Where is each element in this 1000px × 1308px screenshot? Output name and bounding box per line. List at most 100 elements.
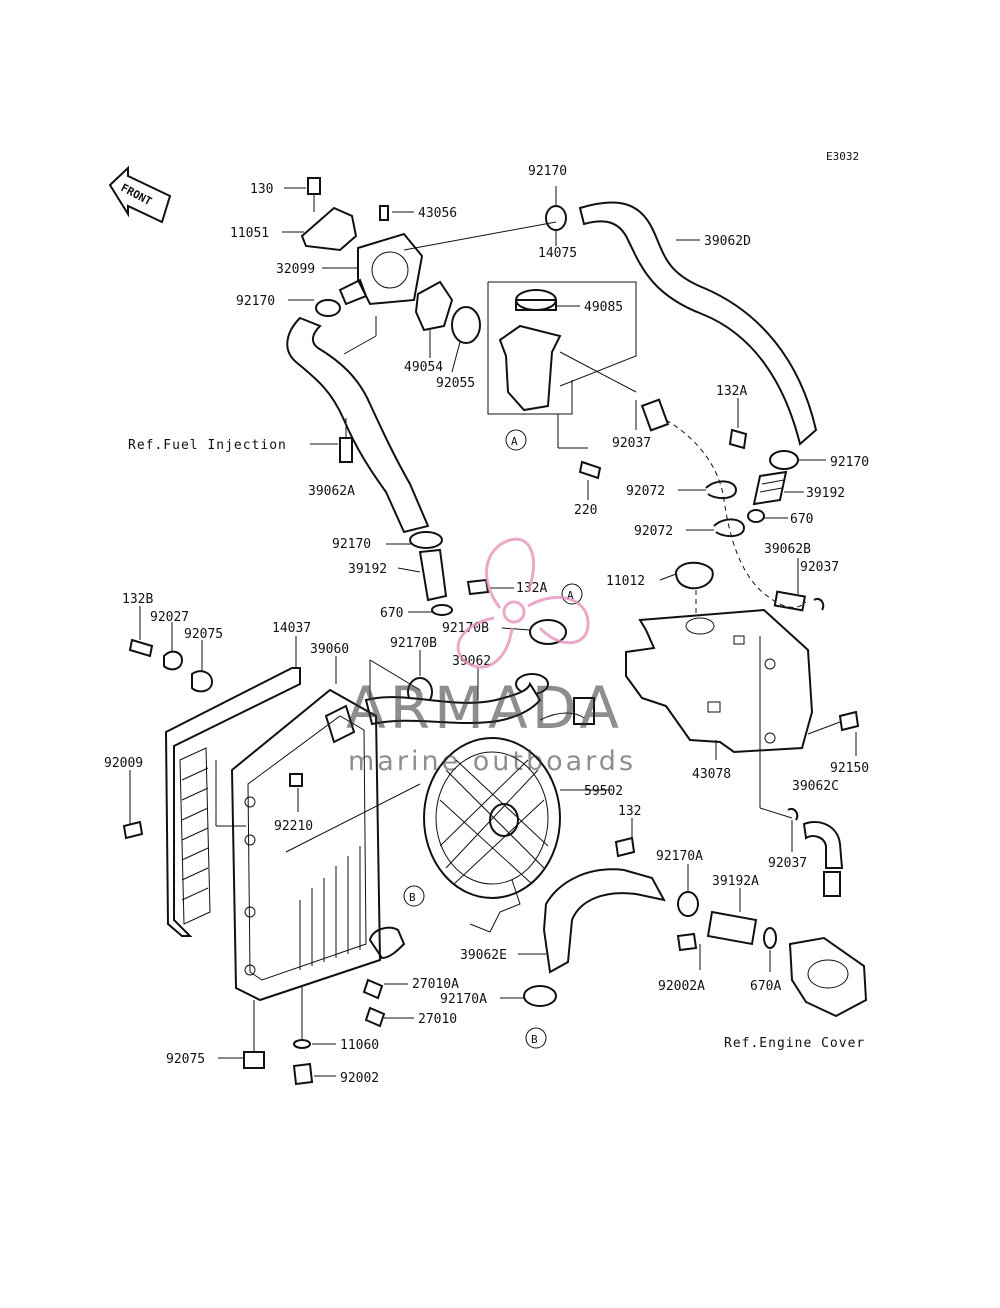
- label-14037: 14037: [272, 621, 311, 636]
- hose-39062: [364, 681, 542, 726]
- bolt-132a-mid: [466, 578, 490, 596]
- label-92170b: 92170B: [442, 621, 489, 636]
- label-92170-right: 92170: [830, 455, 869, 470]
- reservoir-tank-43078: [625, 608, 814, 754]
- label-130: 130: [250, 182, 273, 197]
- label-92170a: 92170A: [656, 849, 703, 864]
- label-92072-b: 92072: [634, 524, 673, 539]
- fan-assembly-59502: [423, 697, 595, 933]
- label-92072-a: 92072: [626, 484, 665, 499]
- hose-39062a: [286, 316, 430, 534]
- callout-a-mid: A: [567, 589, 574, 602]
- oring-670-mid: [431, 604, 453, 616]
- label-92009: 92009: [104, 756, 143, 771]
- label-132a-mid: 132A: [516, 581, 547, 596]
- label-92075-bottom: 92075: [166, 1052, 205, 1067]
- part-labels: 130 43056 11051 32099 92170 49054 92055 …: [104, 164, 869, 1086]
- label-92170-top: 92170: [528, 164, 567, 179]
- label-92037-a: 92037: [612, 436, 651, 451]
- grommet-92075-top: [191, 670, 214, 693]
- label-92037-c: 92037: [768, 856, 807, 871]
- grommet-92027: [163, 650, 184, 671]
- label-11012: 11012: [606, 574, 645, 589]
- bolt-92002a: [676, 932, 698, 952]
- label-92055: 92055: [436, 376, 475, 391]
- clamp-92170b: [529, 619, 567, 645]
- label-92210: 92210: [274, 819, 313, 834]
- bolt-132: [614, 836, 636, 858]
- radiator-mesh: [181, 767, 209, 901]
- sensor-27010: [364, 1006, 386, 1028]
- label-92002a: 92002A: [658, 979, 705, 994]
- label-92075-top: 92075: [184, 627, 223, 642]
- label-49054: 49054: [404, 360, 443, 375]
- callout-a-top: A: [511, 435, 518, 448]
- radiator-outlet-elbow: [368, 926, 406, 960]
- callout-b-hose: B: [531, 1033, 538, 1046]
- label-39192-mid: 39192: [348, 562, 387, 577]
- watermark: ARMADA marine outboards: [346, 537, 633, 777]
- clip-92072-a: [705, 480, 738, 500]
- label-43056: 43056: [418, 206, 457, 221]
- label-670a: 670A: [750, 979, 781, 994]
- bolt-92002: [292, 1062, 314, 1086]
- label-49085: 49085: [584, 300, 623, 315]
- thermostat-housing-group: [300, 177, 637, 480]
- front-arrow-icon: FRONT: [108, 165, 172, 224]
- washer-11060: [293, 1039, 311, 1049]
- hose-39062d: [578, 201, 818, 446]
- propeller-logo-icon: [456, 537, 590, 669]
- label-27010: 27010: [418, 1012, 457, 1027]
- label-27010a: 27010A: [412, 977, 459, 992]
- bolt-132b: [128, 638, 154, 658]
- label-92002: 92002: [340, 1071, 379, 1086]
- pipe-92037: [640, 398, 670, 432]
- label-670-right: 670: [790, 512, 813, 527]
- fitting-39192-right: [752, 470, 788, 506]
- label-32099: 32099: [276, 262, 315, 277]
- label-39062e: 39062E: [460, 948, 507, 963]
- clip-92037-b: [813, 598, 825, 611]
- clamp-92170a: [677, 891, 699, 917]
- label-92150: 92150: [830, 761, 869, 776]
- ref-fuel-injection: Ref.Fuel Injection: [128, 438, 287, 453]
- label-92170b-b: 92170B: [390, 636, 437, 651]
- leader-lines: [129, 186, 857, 1077]
- pipe-39192a: [706, 910, 758, 946]
- grommet-92075-bottom: [243, 1000, 265, 1069]
- label-39192-right: 39192: [806, 486, 845, 501]
- label-92027: 92027: [150, 610, 189, 625]
- engine-cover-fitting: [788, 936, 868, 1018]
- label-670-mid: 670: [380, 606, 403, 621]
- bolt-92009: [122, 820, 144, 840]
- label-39060: 39060: [310, 642, 349, 657]
- watermark-brand: ARMADA: [346, 674, 623, 742]
- clamp-92170-right: [769, 450, 799, 470]
- clip-92072-b: [713, 518, 746, 538]
- bolt-132a-right: [728, 428, 748, 450]
- hose-39062c: [802, 821, 844, 869]
- label-132a-right: 132A: [716, 384, 747, 399]
- label-59502: 59502: [584, 784, 623, 799]
- clamp-92170a-b: [523, 985, 557, 1007]
- label-39062c: 39062C: [792, 779, 839, 794]
- label-43078: 43078: [692, 767, 731, 782]
- hose-39062b: [773, 590, 806, 612]
- label-39192a: 39192A: [712, 874, 759, 889]
- fitting-39192-mid: [418, 548, 448, 602]
- ref-engine-cover: Ref.Engine Cover: [724, 1036, 865, 1051]
- label-92170a-b: 92170A: [440, 992, 487, 1007]
- cap-11012: [674, 561, 714, 590]
- clip-92037-c: [787, 808, 799, 821]
- clamp-14075: [545, 205, 567, 231]
- label-132b: 132B: [122, 592, 153, 607]
- label-11051: 11051: [230, 226, 269, 241]
- callout-b-radiator: B: [409, 891, 416, 904]
- label-92037-b: 92037: [800, 560, 839, 575]
- label-11060: 11060: [340, 1038, 379, 1053]
- hose-39062e: [542, 868, 666, 974]
- sensor-27010a: [362, 978, 384, 1000]
- clamp-92170-mid: [409, 531, 443, 549]
- label-39062a: 39062A: [308, 484, 355, 499]
